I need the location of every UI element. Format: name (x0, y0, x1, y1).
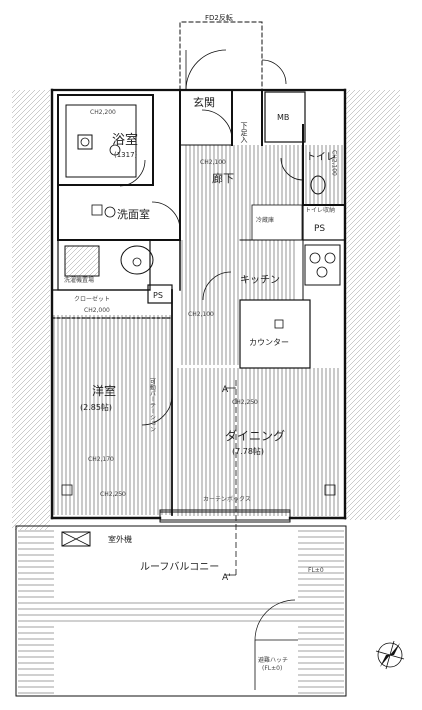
label-western-room: 洋室 (92, 383, 116, 398)
label-partition: 可動パーテーション (149, 378, 156, 432)
label-bathroom-size: (1317) (114, 151, 138, 159)
label-drain-trap: 避難ハッチ (258, 656, 288, 664)
label-toilet-storage: トイレ収納 (305, 206, 335, 214)
label-closet-ch: CH2,000 (84, 307, 110, 314)
label-door-top: FD2反転 (205, 13, 233, 22)
label-fridge: 冷蔵庫 (256, 216, 274, 224)
label-section-a-lower: A' (222, 573, 231, 583)
label-dining-ch: CH2,250 (232, 399, 258, 406)
counter (239, 299, 311, 369)
label-hall-ch: CH2,100 (200, 159, 226, 166)
label-ps-upper: PS (314, 224, 325, 234)
label-dining-size: (7.78帖) (232, 446, 264, 456)
section-line (225, 380, 237, 576)
label-entrance: 玄関 (193, 95, 215, 109)
label-dining: ダイニング (225, 428, 285, 443)
label-bathroom: 浴室 (112, 132, 138, 148)
label-balcony-level: FL±0 (308, 567, 324, 574)
label-kitchen: キッチン (240, 274, 280, 286)
label-outdoor-unit: 室外機 (108, 534, 132, 544)
roof-balcony (15, 525, 347, 697)
label-bottom-ch: CH2,250 (100, 491, 126, 498)
label-kitchen-ch: CH2,100 (188, 311, 214, 318)
dining-floor (175, 368, 340, 516)
fridge-space (251, 204, 303, 241)
exterior-wall-right (345, 90, 400, 520)
label-roof-balcony: ルーフバルコニー (140, 561, 219, 573)
label-counter: カウンター (249, 338, 289, 347)
north-arrow-icon (375, 640, 405, 670)
label-shoe-storage: 下足入 (240, 122, 248, 143)
walls (50, 21, 347, 523)
exterior-wall-left (12, 90, 50, 530)
label-closet: クローゼット (74, 295, 110, 303)
label-drain-trap-note: (FL±0) (262, 665, 282, 672)
label-curtain-box: カーテンボックス (203, 495, 251, 503)
label-washroom: 洗面室 (117, 207, 150, 221)
label-room-ch: CH2,170 (88, 456, 114, 463)
label-hallway: 廊下 (212, 171, 234, 185)
label-bath-ch: CH2,200 (90, 109, 116, 116)
fixtures (61, 134, 341, 547)
western-room-floor (52, 315, 172, 515)
label-toilet: トイレ (306, 152, 336, 163)
label-toilet-ch: CH2,100 (331, 150, 338, 176)
door-swings (119, 49, 304, 426)
label-section-a-upper: A (222, 385, 229, 395)
label-mb: MB (277, 113, 289, 122)
label-western-room-size: (2.85帖) (80, 402, 112, 412)
label-washer: 洗濯機置場 (64, 276, 94, 284)
label-ps-lower: PS (153, 291, 163, 300)
toilet-floor (303, 145, 345, 205)
